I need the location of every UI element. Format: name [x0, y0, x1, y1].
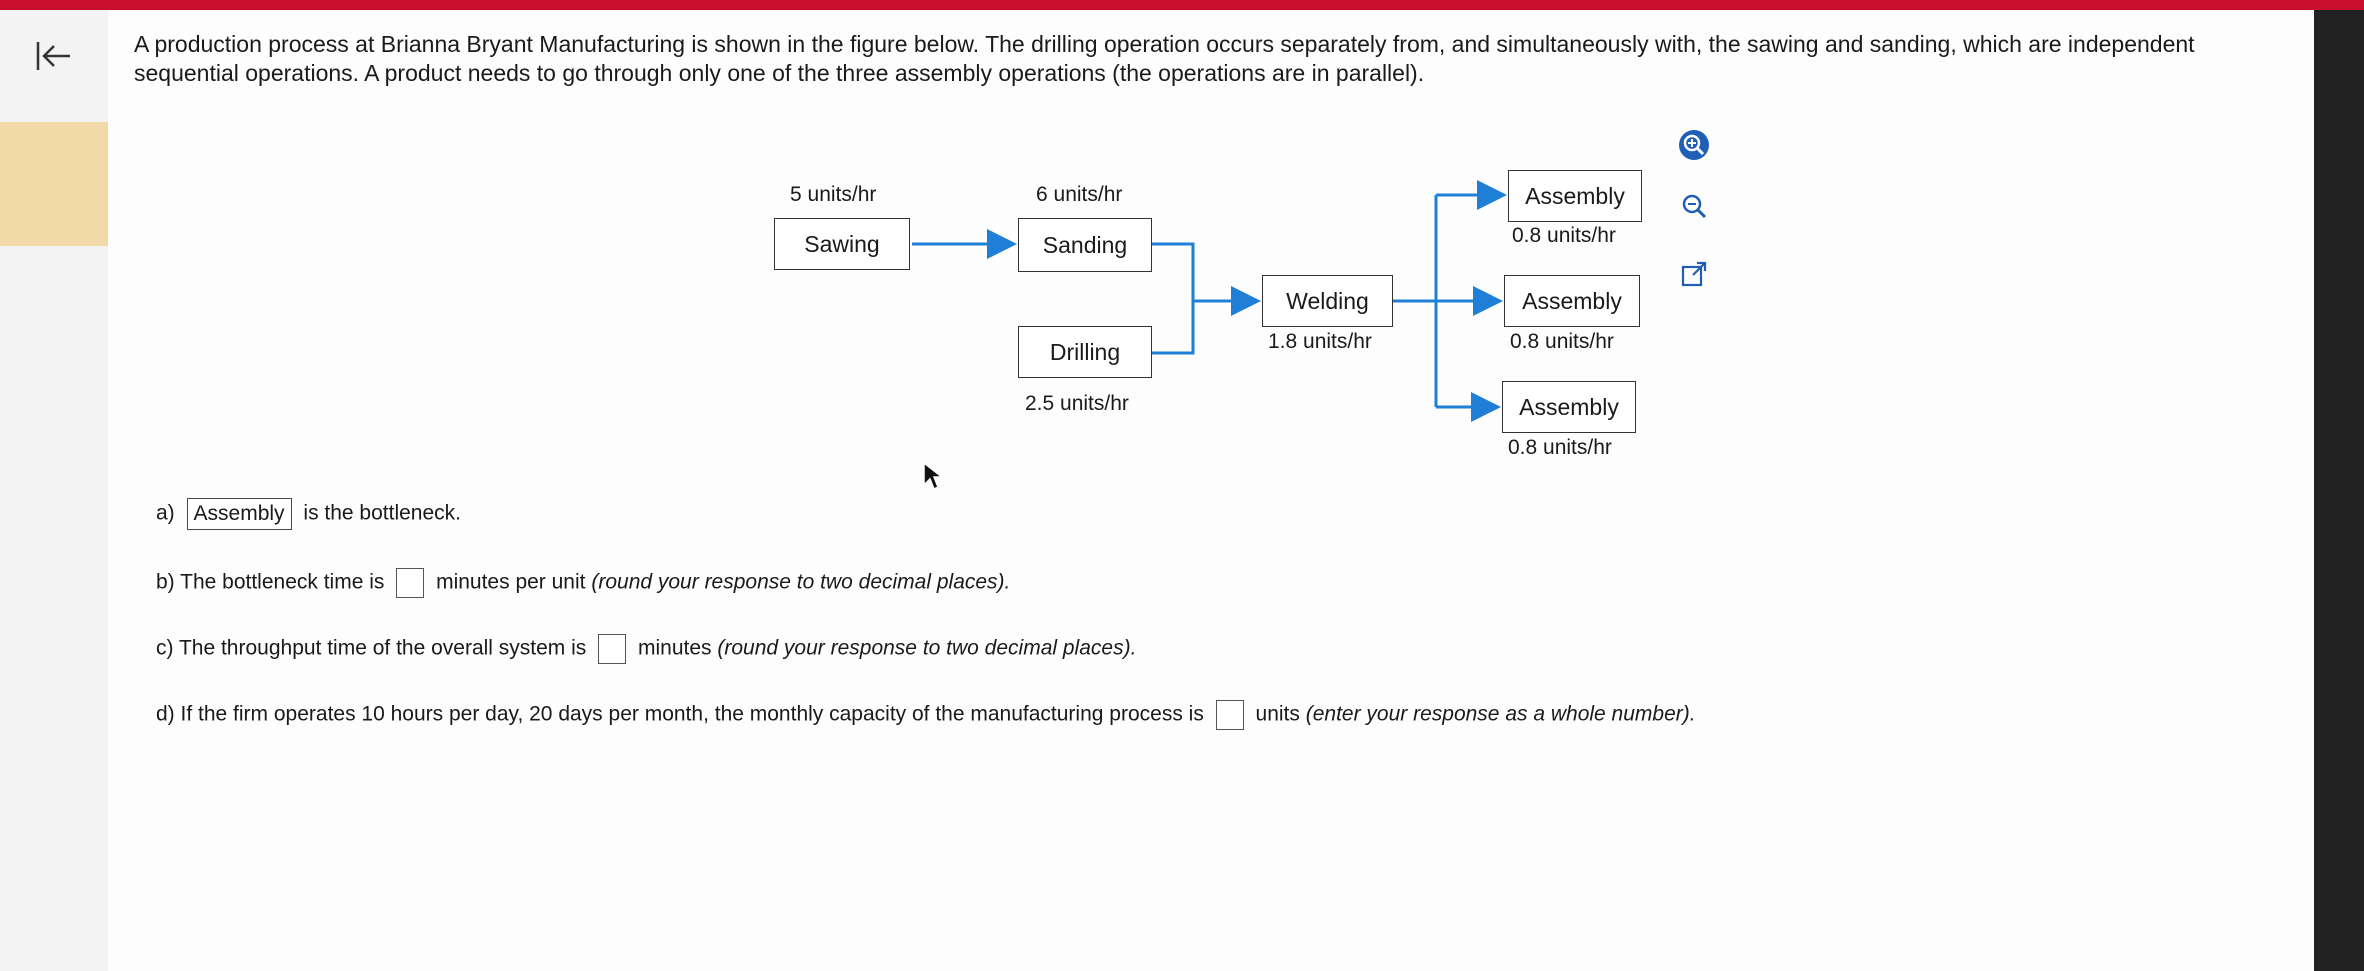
- mouse-pointer-icon: [922, 461, 945, 496]
- question-d-text: d) If the firm operates 10 hours per day…: [156, 702, 1204, 726]
- welding-box: Welding: [1262, 275, 1393, 327]
- drilling-rate: 2.5 units/hr: [1025, 392, 1129, 415]
- assembly-rate-2: 0.8 units/hr: [1510, 330, 1614, 353]
- screen-edge: [2314, 10, 2364, 971]
- drilling-box: Drilling: [1018, 326, 1152, 378]
- problem-statement: A production process at Brianna Bryant M…: [134, 31, 2195, 86]
- assembly-rate-3: 0.8 units/hr: [1508, 436, 1612, 459]
- question-b-note: (round your response to two decimal plac…: [591, 570, 1011, 594]
- question-a-label: a): [156, 501, 175, 525]
- assembly-box-2: Assembly: [1504, 275, 1640, 327]
- assembly-rate-1: 0.8 units/hr: [1512, 224, 1616, 247]
- question-d-note: (enter your response as a whole number).: [1305, 702, 1696, 726]
- collapse-left-icon: [36, 42, 70, 70]
- question-b: b) The bottleneck time is minutes per un…: [156, 568, 1010, 598]
- assembly-box-3: Assembly: [1502, 381, 1636, 433]
- monthly-capacity-input[interactable]: [1215, 700, 1244, 730]
- welding-rate: 1.8 units/hr: [1268, 330, 1372, 353]
- sanding-box: Sanding: [1018, 218, 1152, 272]
- bottleneck-time-input[interactable]: [396, 568, 425, 598]
- assembly-box-1: Assembly: [1508, 170, 1642, 222]
- question-c-suffix: minutes: [638, 636, 712, 660]
- question-d: d) If the firm operates 10 hours per day…: [156, 700, 1696, 730]
- question-panel: [108, 10, 2314, 971]
- zoom-out-button[interactable]: [1676, 188, 1712, 224]
- zoom-out-icon: [1682, 194, 1707, 219]
- sawing-box: Sawing: [774, 218, 910, 270]
- collapse-panel-button[interactable]: [34, 38, 74, 74]
- question-a-suffix: is the bottleneck.: [303, 501, 461, 525]
- zoom-in-icon: [1679, 130, 1709, 160]
- zoom-in-button[interactable]: [1676, 127, 1712, 163]
- throughput-time-input[interactable]: [598, 634, 627, 664]
- question-b-suffix: minutes per unit: [436, 570, 586, 594]
- sawing-rate: 5 units/hr: [790, 183, 877, 206]
- question-d-suffix: units: [1255, 702, 1300, 726]
- connector-sanding-merge: [1152, 242, 1195, 355]
- question-c: c) The throughput time of the overall sy…: [156, 634, 1136, 664]
- left-rail-highlight: [0, 122, 108, 246]
- open-external-icon: [1681, 261, 1707, 287]
- open-external-button[interactable]: [1676, 256, 1712, 292]
- question-c-text: c) The throughput time of the overall sy…: [156, 636, 587, 660]
- question-b-text: b) The bottleneck time is: [156, 570, 385, 594]
- question-a: a) Assembly is the bottleneck.: [156, 498, 461, 530]
- sanding-rate: 6 units/hr: [1036, 183, 1123, 206]
- question-c-note: (round your response to two decimal plac…: [717, 636, 1137, 660]
- bottleneck-answer-field[interactable]: Assembly: [186, 498, 292, 530]
- top-accent-strip: [0, 0, 2364, 10]
